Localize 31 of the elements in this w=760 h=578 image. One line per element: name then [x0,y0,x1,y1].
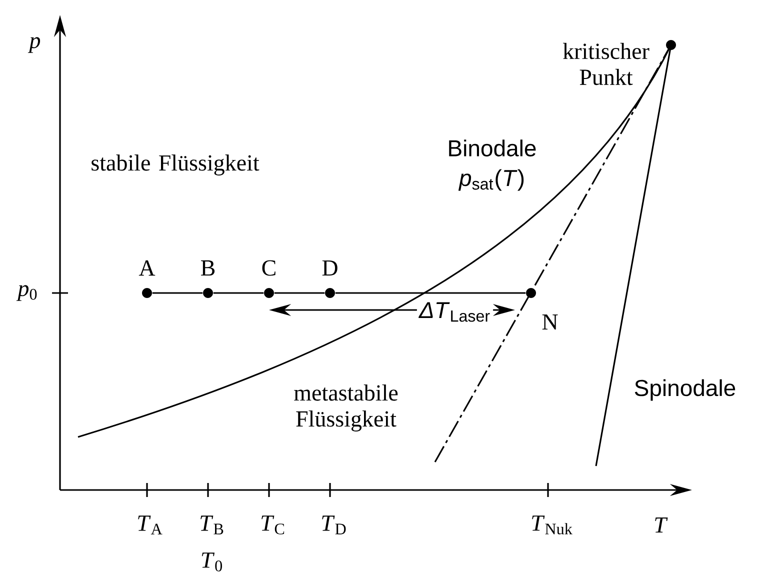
region-label: stabile Flüssigkeit [92,154,260,176]
axis-tick-label: T$_{0}$ [202,552,222,572]
axis-tick-label: T$_{C}$ [262,516,284,534]
point-label: D [322,260,338,276]
line [213,292,264,294]
line [274,292,325,294]
dimension-label: ΔT$_{Laser}$ [416,300,494,324]
curve-label: Binodale [449,140,536,156]
point-label: A [138,260,156,276]
line [152,292,203,294]
point-dot [203,288,213,298]
axis-tick-label: T$_{B}$ [200,516,224,534]
point-label: N [542,314,558,330]
point-dot [526,288,536,298]
point-dot [264,288,274,298]
axis-tick-label: p$_{0}$ [16,285,37,301]
axis-label: T [655,517,668,533]
axis-tick-label: T$_{Nuk}$ [532,516,572,534]
point-label: kritischer Punkt [563,42,650,86]
axis-label: p [28,37,40,53]
axis-tick-label: T$_{A}$ [138,516,162,534]
axis-tick-label: T$_{D}$ [322,516,346,534]
point-dot [142,288,152,298]
point-label: B [201,260,215,276]
line [335,292,526,294]
region-label: metastabile Flüssigkeit [294,384,398,432]
curve-label: Spinodale [634,379,736,401]
curve-label: p$_{sat}$(T) [458,169,524,191]
point-dot [325,288,335,298]
point-label: C [262,260,276,276]
point-dot [666,40,676,50]
